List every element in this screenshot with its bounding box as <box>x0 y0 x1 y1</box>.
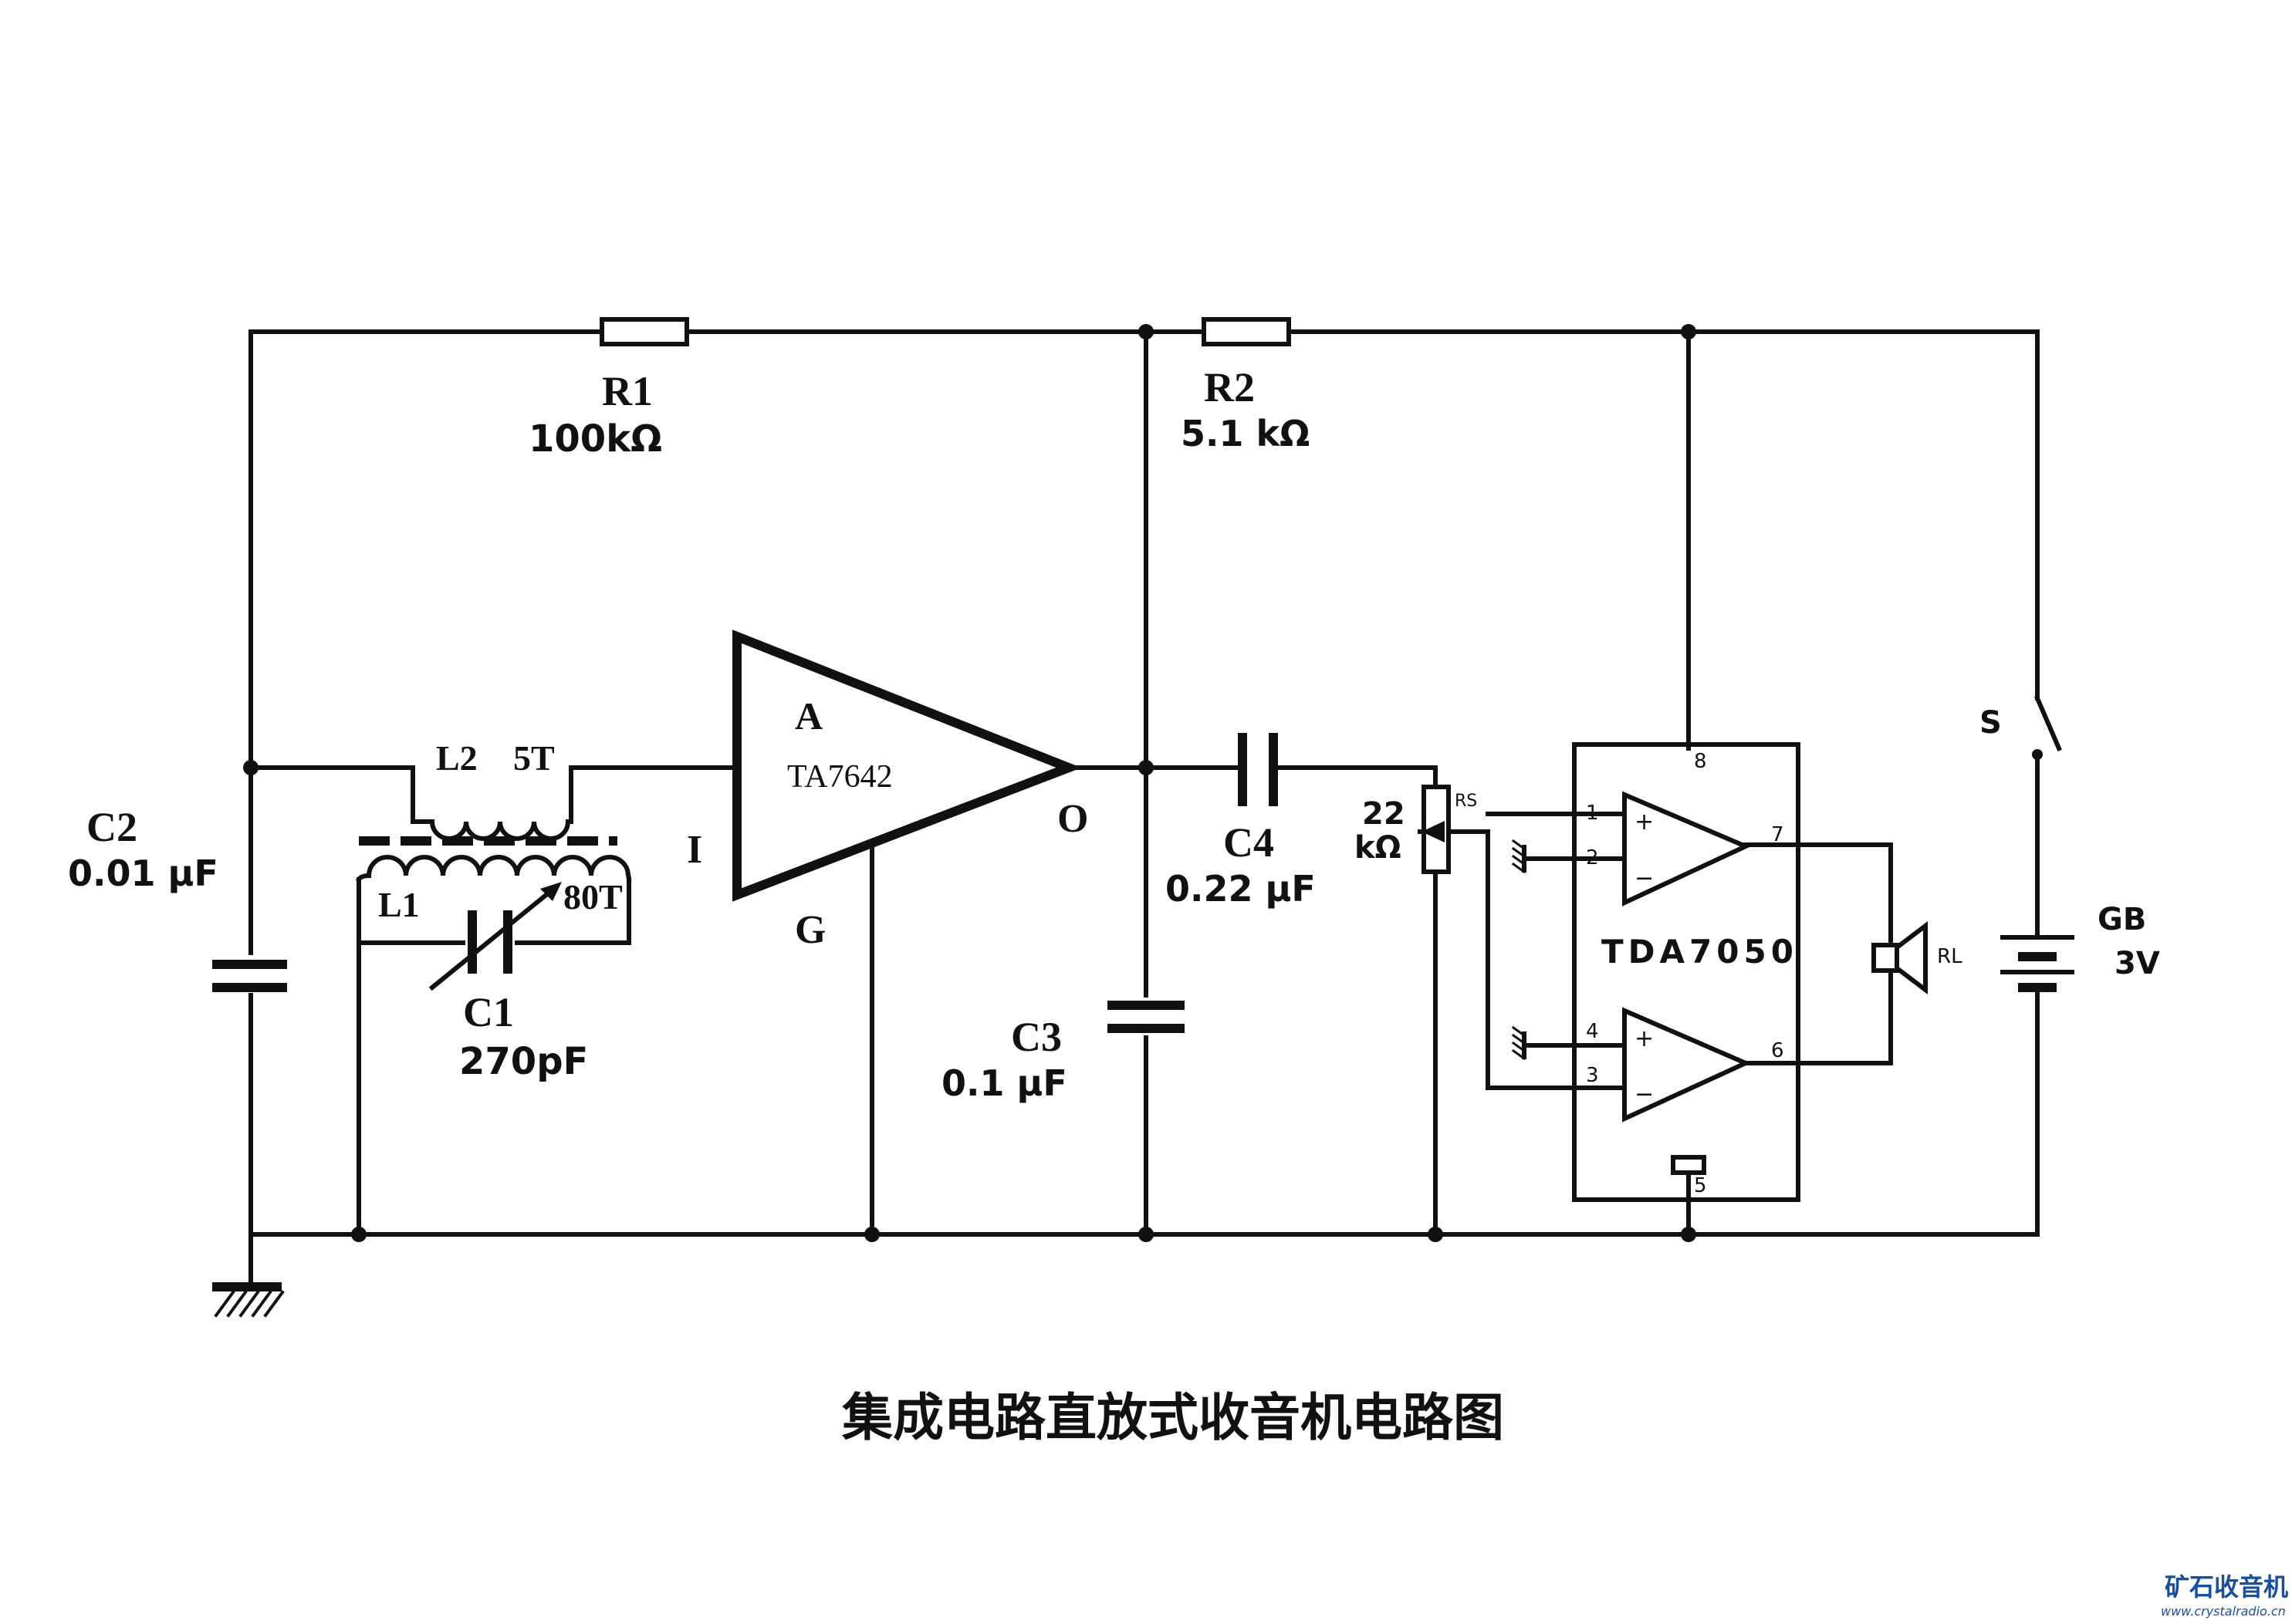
tda7050-pin-1: 1 <box>1586 802 1599 825</box>
tda7050-pin-5: 5 <box>1694 1174 1707 1197</box>
r1-value: 100kΩ <box>529 417 662 461</box>
switch-s: S <box>1979 695 2062 760</box>
c1-value: 270pF <box>459 1040 588 1083</box>
speaker-label: RL <box>1937 945 1962 968</box>
diagram-caption: 集成电路直放式收音机电路图 <box>841 1388 1504 1447</box>
c3-label: C3 <box>1011 1014 1062 1060</box>
ground-symbol-pin4 <box>1511 1025 1526 1061</box>
tda7050-pin-3: 3 <box>1586 1064 1599 1087</box>
battery-gb: GB 3V <box>2000 902 2160 992</box>
c2-value: 0.01 μF <box>68 853 218 894</box>
tda7050-pin-4: 4 <box>1586 1020 1599 1043</box>
tda7050-pin-7: 7 <box>1771 823 1784 846</box>
battery-value: 3V <box>2115 946 2160 981</box>
c3-value: 0.1 μF <box>941 1062 1067 1104</box>
tda7050-pin-6: 6 <box>1771 1039 1784 1062</box>
ic-ta7642: A TA7642 I O G <box>687 630 1088 952</box>
c4-label: C4 <box>1223 819 1274 866</box>
potentiometer-rs: RS 22 kΩ <box>1354 785 1477 874</box>
ta7642-pin-a: A <box>795 694 823 738</box>
ta7642-label: TA7642 <box>787 759 893 795</box>
ground-symbol-pin2 <box>1511 839 1526 874</box>
l2-turns: 5T <box>513 738 555 778</box>
opamp2-minus: − <box>1634 1081 1654 1108</box>
tda7050-pin-8: 8 <box>1694 750 1707 773</box>
r1-label: R1 <box>602 368 653 414</box>
opamp1-minus: − <box>1634 865 1654 892</box>
c2-label: C2 <box>86 804 137 850</box>
l1-turns: 80T <box>563 877 623 917</box>
junctions <box>243 324 1696 1242</box>
rs-value-bottom: kΩ <box>1354 830 1401 866</box>
ta7642-pin-i: I <box>687 828 702 872</box>
variable-capacitor-c1: C1 270pF <box>428 882 588 1083</box>
capacitor-c4: C4 0.22 μF <box>1165 733 1316 910</box>
opamp1-plus: + <box>1634 809 1654 836</box>
rs-label: RS <box>1455 792 1477 811</box>
ta7642-pin-g: G <box>795 908 826 952</box>
watermark-url: www.crystalradio.cn <box>2161 1604 2286 1619</box>
inductor-l1: L1 80T <box>366 855 632 924</box>
opamp2-plus: + <box>1634 1025 1654 1052</box>
resistor-r2: R2 5.1 kΩ <box>1181 317 1310 454</box>
l1-label: L1 <box>378 885 420 924</box>
ic-tda7050: + − + − 1 2 3 4 5 6 7 8 TDA7050 <box>1572 742 1800 1202</box>
battery-label: GB <box>2098 902 2146 937</box>
wires <box>248 329 2040 1287</box>
rs-value-top: 22 <box>1362 796 1405 832</box>
speaker-rl: RL <box>1871 920 1962 995</box>
c1-label: C1 <box>463 989 514 1035</box>
capacitor-c3: C3 0.1 μF <box>941 1001 1185 1104</box>
l2-label: L2 <box>436 738 478 778</box>
ta7642-pin-o: O <box>1057 797 1088 841</box>
r2-label: R2 <box>1204 364 1255 410</box>
switch-label: S <box>1979 705 2002 741</box>
resistor-r1: R1 100kΩ <box>529 317 689 461</box>
capacitor-c2: C2 0.01 μF <box>68 804 287 992</box>
inductor-l2: L2 5T <box>411 738 573 841</box>
tda7050-label: TDA7050 <box>1601 933 1798 971</box>
r2-value: 5.1 kΩ <box>1181 413 1310 454</box>
ground-symbol-main <box>212 1282 285 1318</box>
c4-value: 0.22 μF <box>1165 868 1316 910</box>
watermark-logo: 矿石收音机 <box>2165 1572 2288 1602</box>
tda7050-pin-2: 2 <box>1586 846 1599 869</box>
